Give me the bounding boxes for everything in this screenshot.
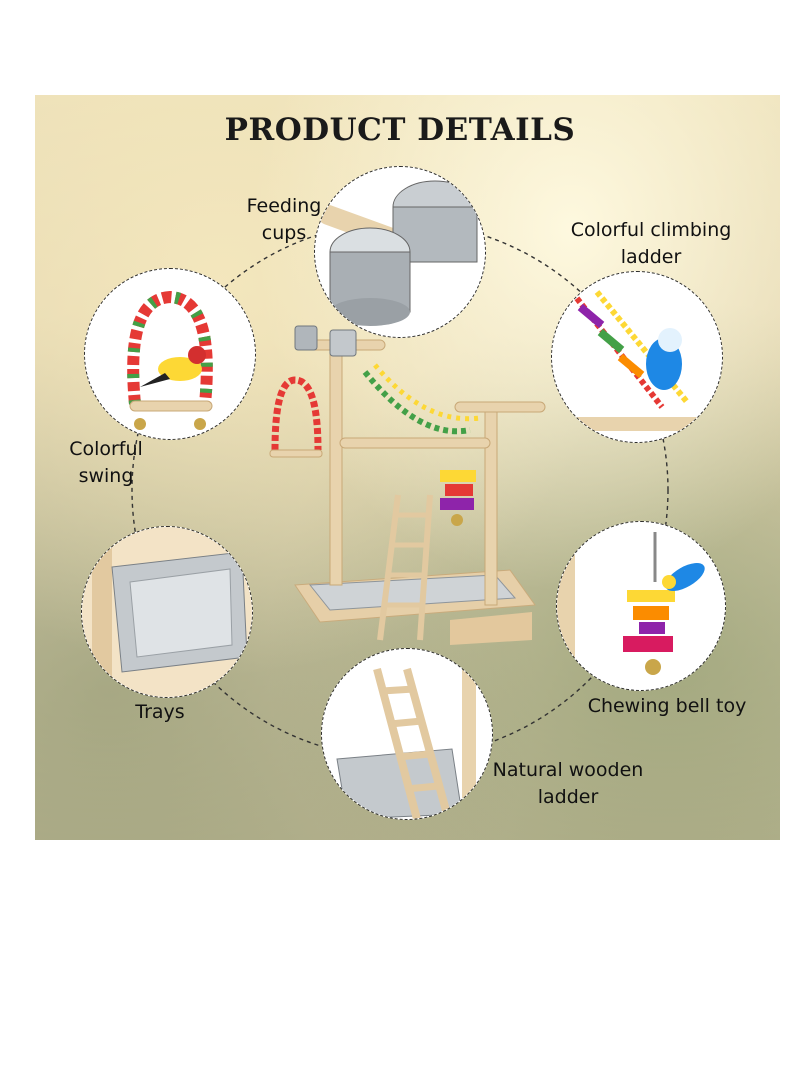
feeding-cups-bubble — [314, 166, 486, 338]
climbing-ladder-label-line1: Colorful climbing — [570, 219, 732, 241]
climbing-ladder-bubble — [551, 271, 723, 443]
feeding-cups-label-line2: cups — [261, 222, 307, 244]
chewing-bell-toy-bubble — [556, 521, 726, 691]
wooden-ladder-label: Natural wooden ladder — [483, 757, 653, 811]
wooden-ladder-label-line2: ladder — [537, 786, 599, 808]
chewing-bell-toy-image — [557, 522, 705, 690]
chewing-bell-toy-label-line1: Chewing bell toy — [587, 695, 747, 717]
feeding-cups-image — [318, 180, 478, 326]
trays-bubble — [81, 526, 253, 698]
trays-label: Trays — [120, 699, 200, 726]
colorful-swing-label-line1: Colorful — [69, 438, 143, 460]
chewing-bell-toy-label: Chewing bell toy — [582, 693, 752, 720]
wooden-ladder-bubble — [321, 648, 493, 820]
colorful-swing-label: Colorful swing — [60, 436, 152, 490]
feeding-cups-label: Feeding cups — [238, 193, 330, 247]
climbing-ladder-label: Colorful climbing ladder — [558, 217, 744, 271]
feeding-cups-label-line1: Feeding — [246, 195, 322, 217]
trays-image — [82, 527, 252, 697]
colorful-swing-image — [127, 290, 213, 430]
page-title: PRODUCT DETAILS — [224, 112, 576, 148]
trays-label-line1: Trays — [135, 701, 185, 723]
wooden-ladder-image — [336, 649, 476, 819]
colorful-swing-label-line2: swing — [78, 465, 134, 487]
wooden-ladder-label-line1: Natural wooden — [492, 759, 644, 781]
climbing-ladder-image — [552, 290, 722, 431]
colorful-swing-bubble — [84, 268, 256, 440]
climbing-ladder-label-line2: ladder — [620, 246, 682, 268]
